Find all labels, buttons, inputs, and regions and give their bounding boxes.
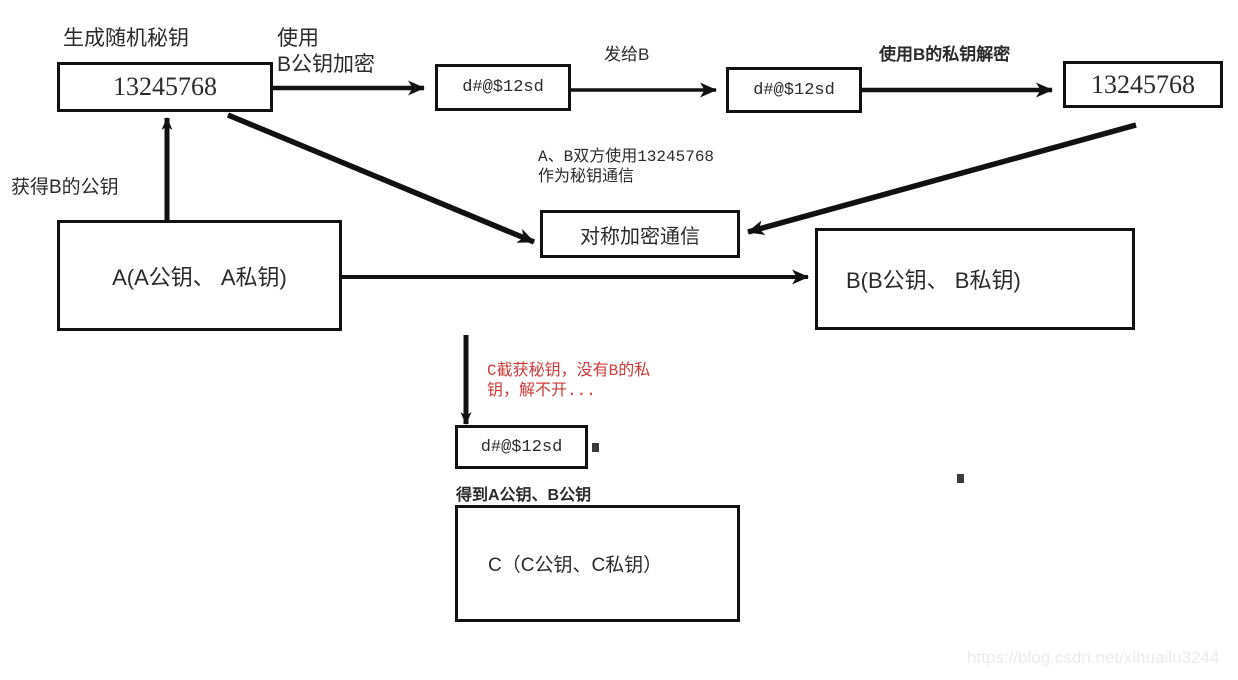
- node-cipher-1[interactable]: d#@$12sd: [435, 64, 571, 111]
- caption-encrypt-with-b-public: 使用 B公钥加密: [277, 27, 376, 76]
- caption-both-use-key: A、B双方使用13245768 作为秘钥通信: [538, 148, 715, 186]
- node-secret-key-a[interactable]: 13245768: [57, 62, 273, 112]
- node-cipher-2[interactable]: d#@$12sd: [726, 67, 862, 113]
- node-party-c[interactable]: C（C公钥、C私钥）: [455, 505, 740, 622]
- node-secret-key-b[interactable]: 13245768: [1063, 61, 1223, 108]
- node-cipher-2-label: d#@$12sd: [753, 80, 835, 100]
- caption-decrypt-with-b-private: 使用B的私钥解密: [879, 45, 1011, 64]
- decoration-dot-stray: [957, 474, 964, 483]
- caption-send-to-b: 发给B: [604, 45, 650, 64]
- node-secret-key-a-label: 13245768: [113, 72, 217, 101]
- node-party-b[interactable]: B(B公钥、 B私钥): [815, 228, 1135, 330]
- node-symmetric-channel-label: 对称加密通信: [580, 225, 700, 248]
- node-symmetric-channel[interactable]: 对称加密通信: [540, 210, 740, 258]
- node-party-c-label: C（C公钥、C私钥）: [488, 555, 663, 576]
- caption-generate-random-key: 生成随机秘钥: [63, 27, 189, 50]
- node-cipher-1-label: d#@$12sd: [462, 78, 544, 97]
- caption-c-obtains-public-keys: 得到A公钥、B公钥: [456, 487, 592, 504]
- caption-obtain-b-public-key: 获得B的公钥: [11, 177, 119, 198]
- node-party-b-label: B(B公钥、 B私钥): [846, 268, 1021, 293]
- caption-c-intercepts: C截获秘钥，没有B的私 钥，解不开...: [487, 362, 651, 400]
- decoration-dot-cipher: [592, 443, 599, 452]
- node-party-a-label: A(A公钥、 A私钥): [112, 264, 287, 290]
- node-party-a[interactable]: A(A公钥、 A私钥): [57, 220, 342, 331]
- node-intercepted-cipher-label: d#@$12sd: [480, 437, 563, 457]
- node-intercepted-cipher[interactable]: d#@$12sd: [455, 425, 588, 469]
- connector-key-to-symmetric-left: [226, 112, 536, 245]
- node-secret-key-b-label: 13245768: [1091, 69, 1195, 99]
- connector-key-to-symmetric-right: [747, 122, 1137, 235]
- watermark-url: https://blog.csdn.net/xihuailu3244: [967, 648, 1220, 667]
